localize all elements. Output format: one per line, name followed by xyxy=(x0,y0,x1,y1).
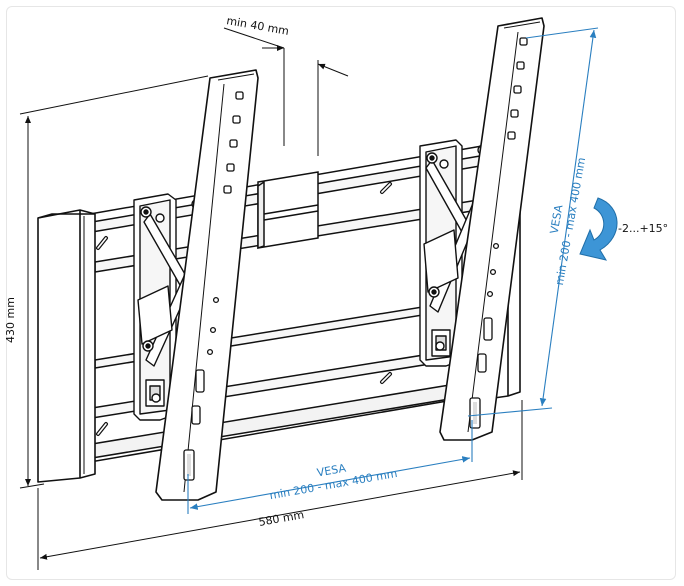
right-vesa-arm xyxy=(439,17,545,441)
vesa-horizontal-title: VESA xyxy=(316,462,347,480)
left-end-cap xyxy=(37,209,96,483)
vesa-vertical-title: VESA xyxy=(548,203,566,234)
diagram-frame xyxy=(6,6,676,580)
dimension-lines-blue xyxy=(187,27,599,514)
tilt-range-label: -2...+15° xyxy=(618,222,668,235)
height-dimension-label: 430 mm xyxy=(4,297,17,343)
center-slider xyxy=(257,171,319,250)
width-dimension-label: 580 mm xyxy=(258,508,305,529)
left-hinge-pivots xyxy=(140,199,201,403)
wall-plate-slots xyxy=(96,182,392,436)
min-offset-label: min 40 mm xyxy=(225,14,289,38)
left-tilt-hinge xyxy=(133,193,205,421)
curved-rotate-arrow-icon xyxy=(579,197,618,261)
